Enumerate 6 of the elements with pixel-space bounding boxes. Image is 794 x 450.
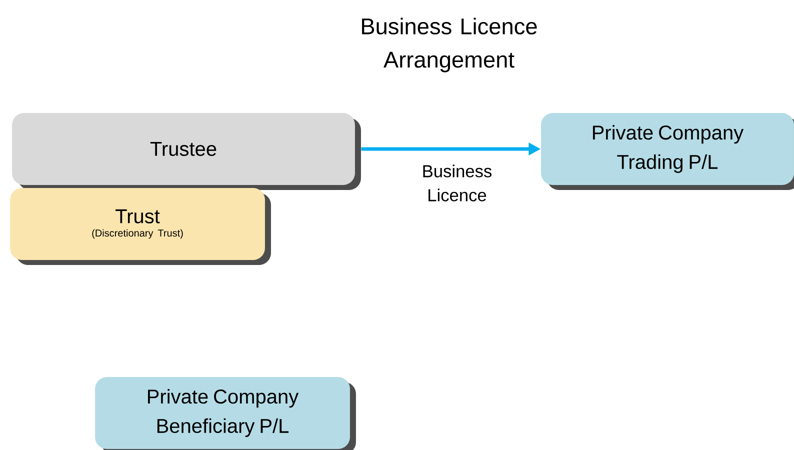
title: Business Licence Arrangement [362, 18, 537, 72]
trustee-box: Trustee [12, 113, 361, 190]
edge-label: Business Licence [423, 164, 492, 202]
trust-box: Trust (Discretionary Trust) [10, 188, 271, 265]
company-box: Private Company Trading P/L [540, 113, 794, 190]
company-box: Private Company Beneficiary P/L [95, 377, 356, 450]
